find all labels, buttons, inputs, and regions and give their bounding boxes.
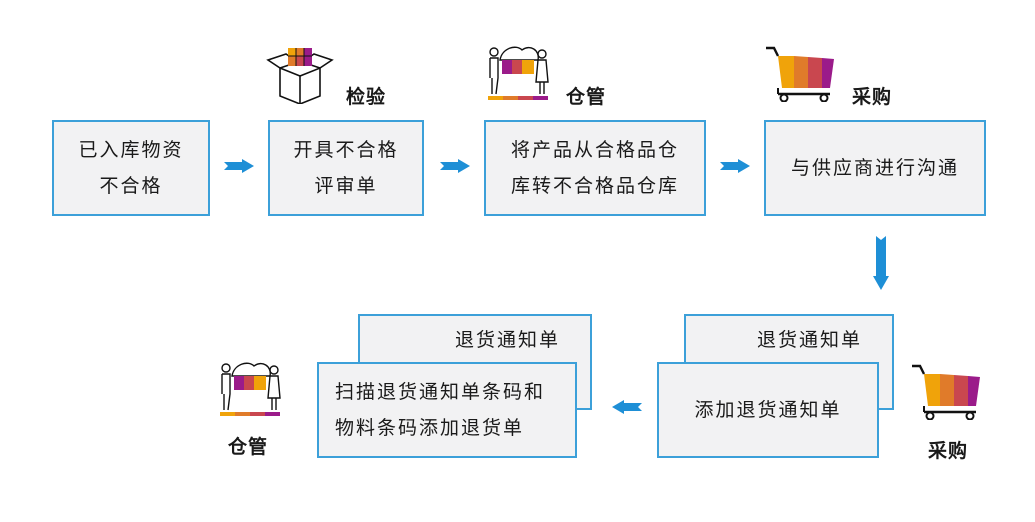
box-icon <box>266 48 334 104</box>
role-label-procurement: 采购 <box>928 440 969 462</box>
step-text: 评审单 <box>314 175 378 197</box>
warehouse-team-icon <box>488 46 549 100</box>
shopping-cart-icon <box>912 364 980 420</box>
step-text: 库转不合格品仓库 <box>510 175 679 197</box>
arrow-left-icon <box>612 400 642 414</box>
arrow-down-icon <box>873 236 889 290</box>
shopping-cart-icon <box>766 46 834 102</box>
arrow-right-icon <box>224 159 254 173</box>
arrow-right-icon <box>720 159 750 173</box>
role-label-procurement: 采购 <box>852 86 893 108</box>
step-box-transfer: 将产品从合格品仓 库转不合格品仓库 <box>484 120 706 216</box>
step-text: 开具不合格 <box>293 139 399 161</box>
role-label-warehouse: 仓管 <box>566 86 607 108</box>
step-text: 不合格 <box>99 175 163 197</box>
step-box-review-form: 开具不合格 评审单 <box>268 120 424 216</box>
step-box-nonconforming: 已入库物资 不合格 <box>52 120 210 216</box>
step-text: 物料条码添加退货单 <box>335 417 525 439</box>
step-text: 扫描退货通知单条码和 <box>335 381 546 403</box>
arrow-right-icon <box>440 159 470 173</box>
document-label: 退货通知单 <box>454 329 560 351</box>
step-box-supplier: 与供应商进行沟通 <box>764 120 986 216</box>
document-label: 退货通知单 <box>756 329 862 351</box>
step-box-add-return-notice: 添加退货通知单 <box>657 362 879 458</box>
role-label-inspection: 检验 <box>346 86 387 108</box>
role-label-warehouse: 仓管 <box>228 436 269 458</box>
step-text: 与供应商进行沟通 <box>790 157 959 179</box>
step-box-scan-barcode: 扫描退货通知单条码和 物料条码添加退货单 <box>317 362 577 458</box>
step-text: 已入库物资 <box>78 139 184 161</box>
step-text: 将产品从合格品仓 <box>510 139 679 161</box>
warehouse-team-icon <box>220 362 281 416</box>
step-text: 添加退货通知单 <box>694 399 842 421</box>
